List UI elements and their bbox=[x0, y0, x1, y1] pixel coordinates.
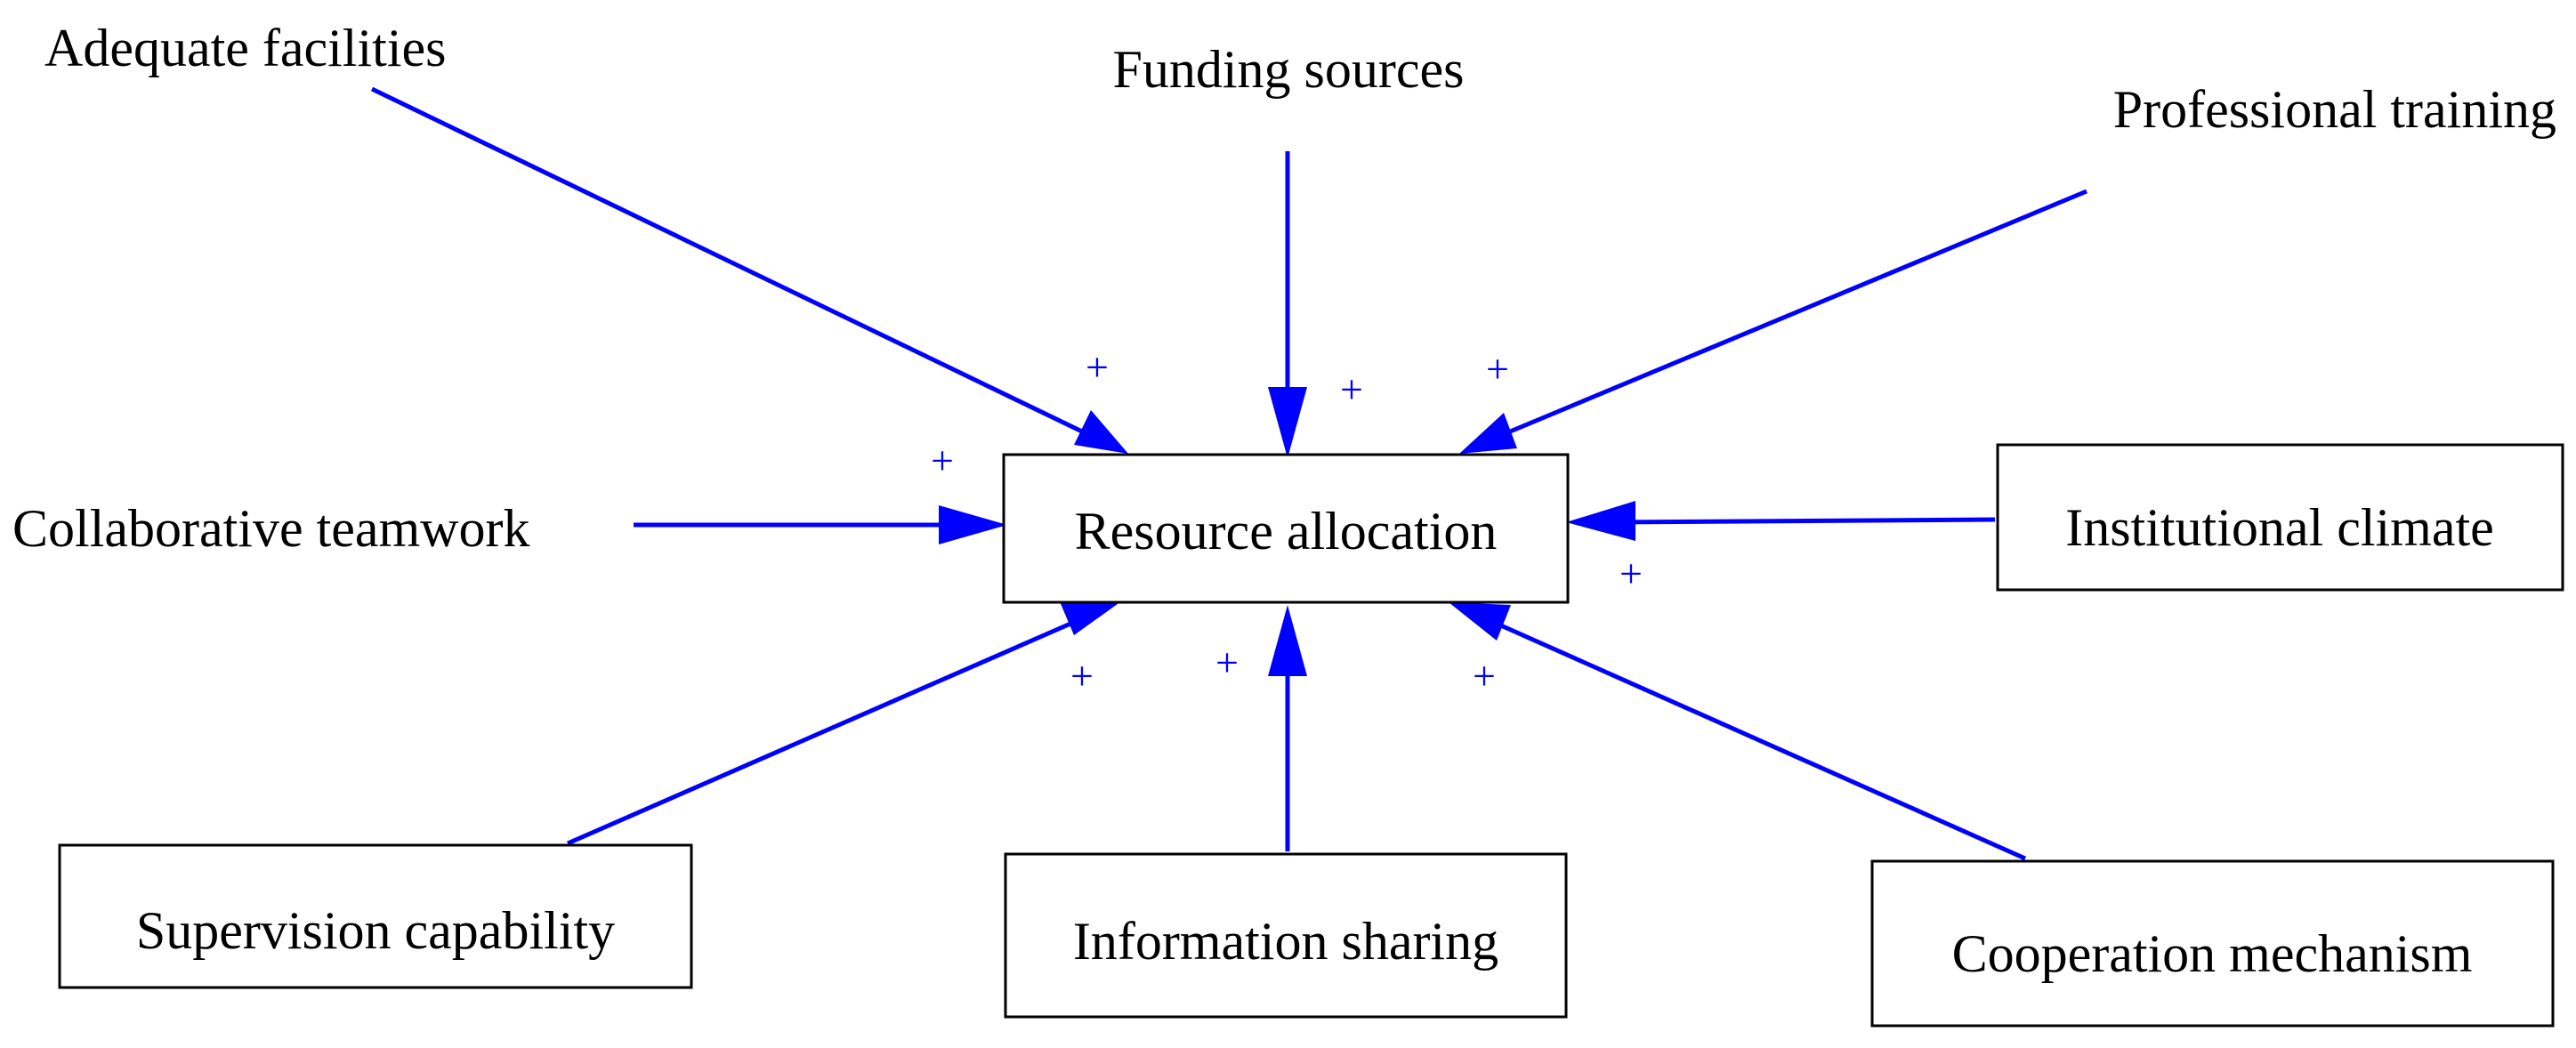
edge-institutional-climate bbox=[1566, 501, 1996, 541]
polarity-professional-training: + bbox=[1486, 346, 1509, 391]
node-collaborative-teamwork[interactable]: Collaborative teamwork bbox=[12, 499, 529, 558]
node-label: Cooperation mechanism bbox=[1952, 924, 2473, 983]
polarity-supervision-capability: + bbox=[1070, 653, 1094, 698]
node-box bbox=[1996, 443, 2564, 592]
polarity-collaborative-teamwork: + bbox=[931, 438, 954, 483]
node-institutional-climate[interactable]: Institutional climate bbox=[1996, 443, 2564, 592]
node-box bbox=[58, 843, 693, 989]
edge-funding-sources bbox=[1268, 151, 1307, 458]
edge-information-sharing bbox=[1268, 605, 1307, 851]
edge-supervision-capability bbox=[566, 600, 1121, 846]
node-professional-training[interactable]: Professional training bbox=[2113, 80, 2556, 139]
polarity-adequate-facilities: + bbox=[1086, 344, 1109, 390]
edge-adequate-facilities bbox=[370, 86, 1128, 454]
node-label: Supervision capability bbox=[136, 901, 615, 960]
edge-cooperation-mechanism bbox=[1449, 602, 2027, 861]
edge-professional-training bbox=[1459, 189, 2087, 454]
polarity-funding-sources: + bbox=[1340, 367, 1363, 412]
polarity-cooperation-mechanism: + bbox=[1473, 653, 1496, 698]
node-information-sharing[interactable]: Information sharing bbox=[1004, 852, 1568, 1019]
polarity-institutional-climate: + bbox=[1619, 551, 1643, 596]
node-box bbox=[1004, 852, 1568, 1019]
node-supervision-capability[interactable]: Supervision capability bbox=[58, 843, 693, 989]
node-label: Information sharing bbox=[1073, 912, 1498, 971]
node-adequate-facilities[interactable]: Adequate facilities bbox=[44, 19, 446, 77]
edge-collaborative-teamwork bbox=[634, 505, 1007, 544]
node-label: Institutional climate bbox=[2065, 498, 2494, 557]
node-box bbox=[1002, 453, 1570, 604]
node-label: Resource allocation bbox=[1075, 502, 1498, 560]
node-cooperation-mechanism[interactable]: Cooperation mechanism bbox=[1870, 859, 2555, 1028]
node-funding-sources[interactable]: Funding sources bbox=[1113, 40, 1465, 99]
polarity-information-sharing: + bbox=[1215, 640, 1239, 685]
node-resource-allocation[interactable]: Resource allocation bbox=[1002, 453, 1570, 604]
node-box bbox=[1870, 859, 2555, 1028]
